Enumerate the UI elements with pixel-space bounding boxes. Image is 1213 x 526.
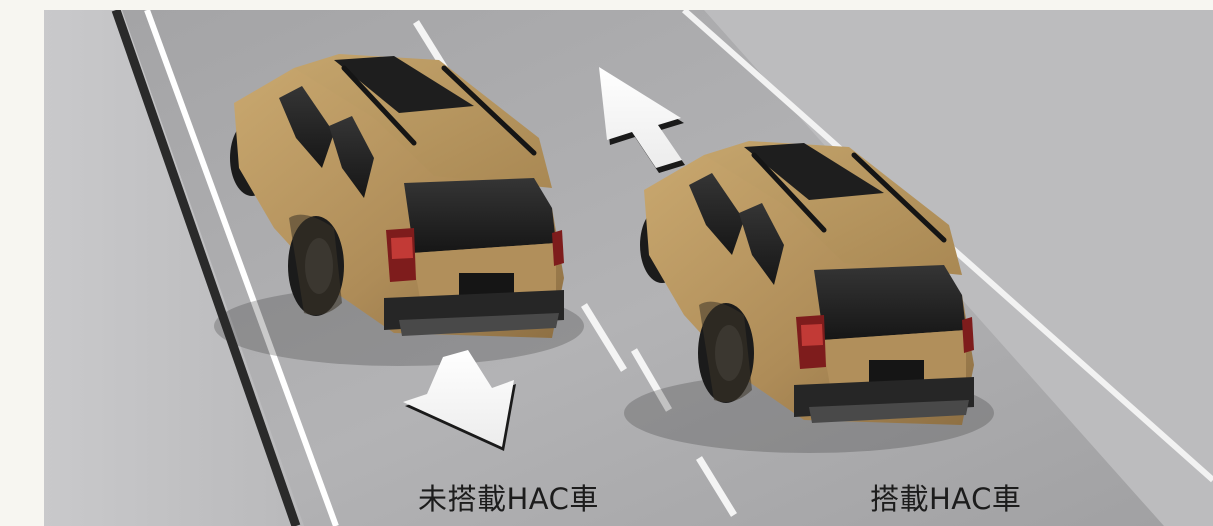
hac-illustration-scene	[44, 10, 1213, 526]
arrow-up-forward-motion-icon	[599, 67, 685, 173]
left-shoulder	[44, 10, 304, 526]
arrow-down-backward-roll-icon	[403, 350, 516, 451]
caption-without-hac: 未搭載HAC車	[418, 482, 599, 516]
left-edge-white-line	[144, 10, 339, 526]
caption-with-hac: 搭載HAC車	[870, 482, 1022, 516]
left-edge-dark-line	[111, 10, 301, 526]
